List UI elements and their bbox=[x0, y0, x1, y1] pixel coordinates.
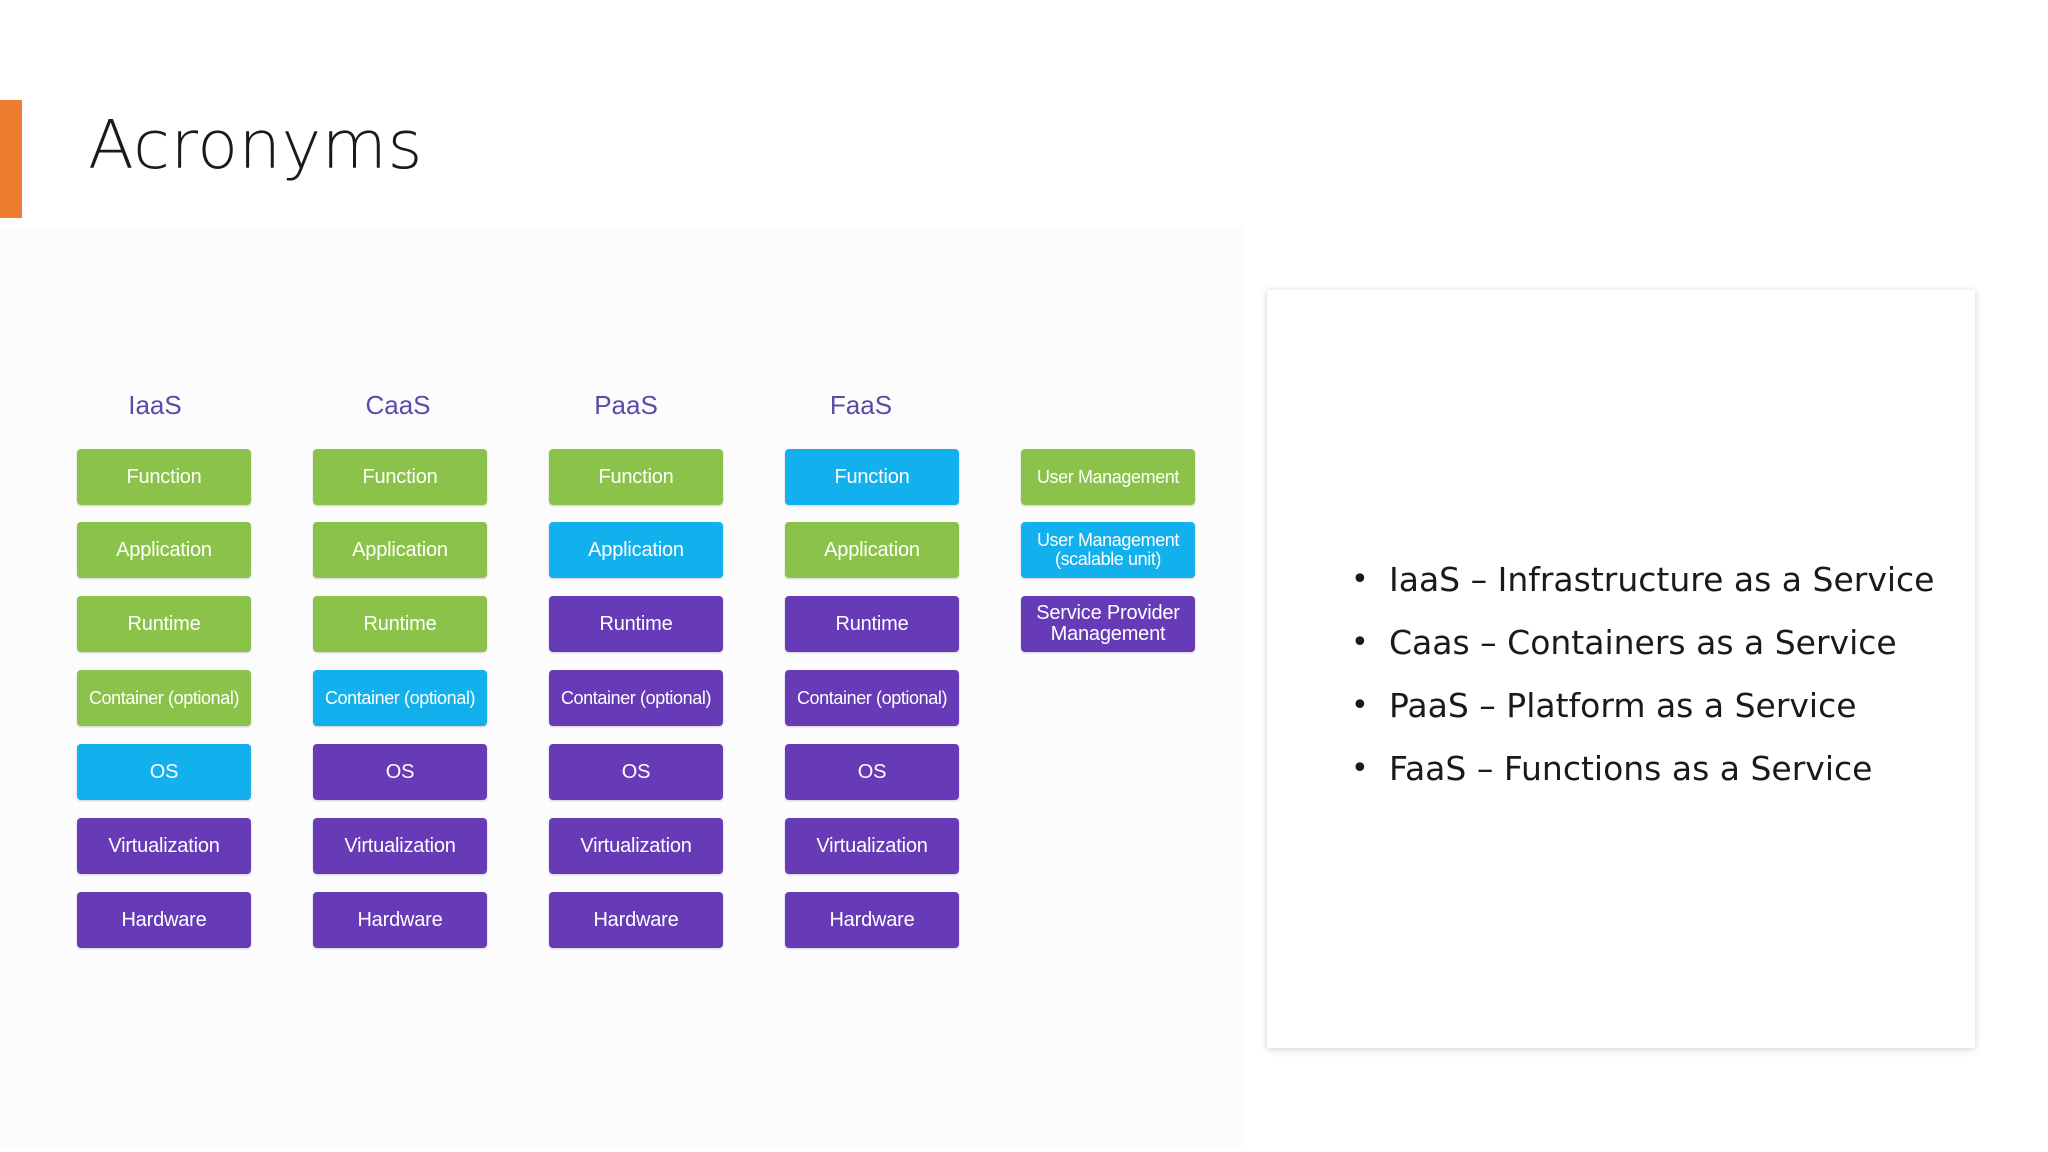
definition-paas: • PaaS – Platform as a Service bbox=[1351, 674, 1934, 737]
definition-caas: • Caas – Containers as a Service bbox=[1351, 611, 1934, 674]
definition-text: IaaS – Infrastructure as a Service bbox=[1389, 560, 1935, 599]
faas-function-block: Function bbox=[785, 449, 959, 505]
legend-user-management-scalable-line1: User Management bbox=[1036, 530, 1180, 551]
iaas-function-block: Function bbox=[77, 449, 251, 505]
paas-hardware-block: Hardware bbox=[549, 892, 723, 948]
legend-user-management-scalable-line2: (scalable unit) bbox=[1054, 549, 1162, 569]
faas-runtime-block: Runtime bbox=[785, 596, 959, 652]
iaas-hardware-block: Hardware bbox=[77, 892, 251, 948]
definitions-card: • IaaS – Infrastructure as a Service • C… bbox=[1267, 290, 1975, 1048]
faas-application-block: Application bbox=[785, 522, 959, 578]
bullet-icon: • bbox=[1351, 688, 1369, 723]
faas-os-block: OS bbox=[785, 744, 959, 800]
legend-service-provider-line2: Management bbox=[1050, 623, 1166, 645]
legend-user-management: User Management bbox=[1021, 449, 1195, 505]
bullet-icon: • bbox=[1351, 625, 1369, 660]
iaas-container-block: Container (optional) bbox=[77, 670, 251, 726]
caas-runtime-block: Runtime bbox=[313, 596, 487, 652]
paas-virtualization-block: Virtualization bbox=[549, 818, 723, 874]
paas-function-block: Function bbox=[549, 449, 723, 505]
faas-hardware-block: Hardware bbox=[785, 892, 959, 948]
paas-application-block: Application bbox=[549, 522, 723, 578]
column-header-iaas: IaaS bbox=[128, 390, 182, 420]
definition-text: PaaS – Platform as a Service bbox=[1389, 686, 1857, 725]
caas-container-block: Container (optional) bbox=[313, 670, 487, 726]
iaas-runtime-block: Runtime bbox=[77, 596, 251, 652]
definition-iaas: • IaaS – Infrastructure as a Service bbox=[1351, 548, 1934, 611]
bullet-icon: • bbox=[1351, 562, 1369, 597]
definitions-list: • IaaS – Infrastructure as a Service • C… bbox=[1351, 548, 1934, 800]
column-header-paas: PaaS bbox=[594, 390, 658, 420]
definition-text: FaaS – Functions as a Service bbox=[1389, 749, 1873, 788]
legend-service-provider-line1: Service Provider bbox=[1036, 602, 1180, 624]
caas-function-block: Function bbox=[313, 449, 487, 505]
faas-container-block: Container (optional) bbox=[785, 670, 959, 726]
legend-user-management-scalable: User Management (scalable unit) bbox=[1021, 522, 1195, 578]
faas-virtualization-block: Virtualization bbox=[785, 818, 959, 874]
service-model-diagram: IaaS CaaS PaaS FaaS Function Application… bbox=[0, 226, 1245, 1146]
slide-title: Acronyms bbox=[88, 106, 423, 184]
iaas-application-block: Application bbox=[77, 522, 251, 578]
paas-container-block: Container (optional) bbox=[549, 670, 723, 726]
definition-text: Caas – Containers as a Service bbox=[1389, 623, 1897, 662]
column-header-caas: CaaS bbox=[365, 390, 431, 420]
caas-virtualization-block: Virtualization bbox=[313, 818, 487, 874]
caas-application-block: Application bbox=[313, 522, 487, 578]
iaas-os-block: OS bbox=[77, 744, 251, 800]
legend-service-provider-management: Service Provider Management bbox=[1021, 596, 1195, 652]
definition-faas: • FaaS – Functions as a Service bbox=[1351, 737, 1934, 800]
title-accent-bar bbox=[0, 100, 22, 218]
column-header-faas: FaaS bbox=[829, 390, 893, 420]
caas-hardware-block: Hardware bbox=[313, 892, 487, 948]
iaas-virtualization-block: Virtualization bbox=[77, 818, 251, 874]
paas-os-block: OS bbox=[549, 744, 723, 800]
caas-os-block: OS bbox=[313, 744, 487, 800]
paas-runtime-block: Runtime bbox=[549, 596, 723, 652]
bullet-icon: • bbox=[1351, 751, 1369, 786]
